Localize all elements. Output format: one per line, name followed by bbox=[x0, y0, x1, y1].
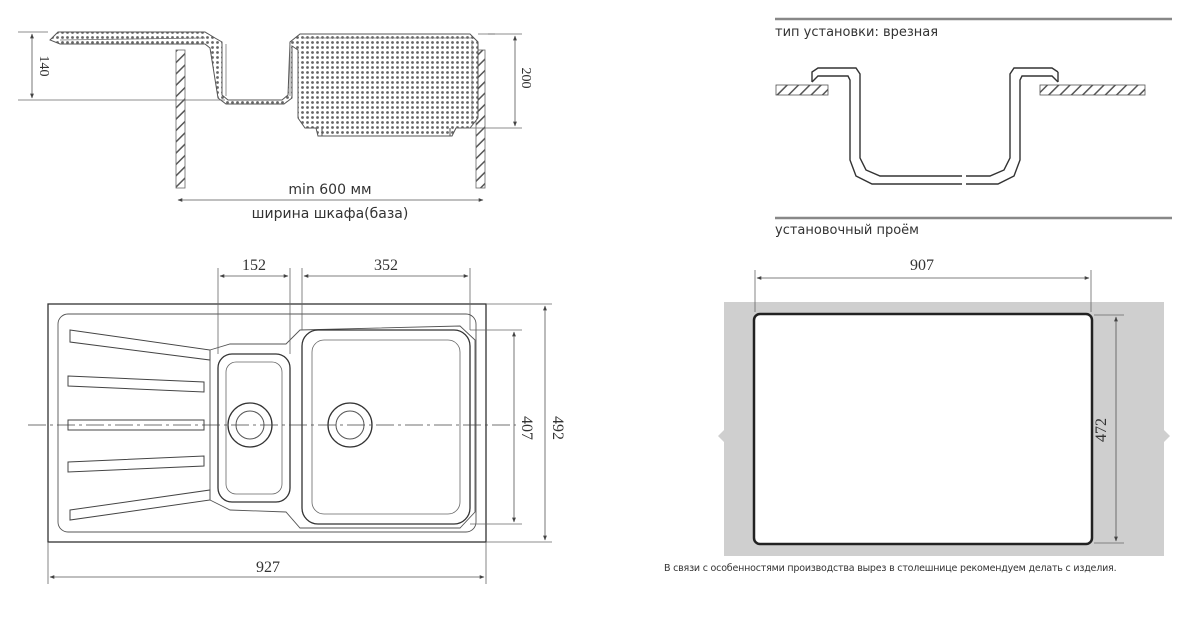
countertop-right bbox=[1039, 84, 1146, 96]
sink-plan-view: 152 352 407 492 927 bbox=[28, 257, 566, 584]
dim-label-407: 407 bbox=[518, 416, 535, 440]
cabinet-wall-left bbox=[175, 49, 186, 189]
dim-label-472: 472 bbox=[1093, 418, 1110, 442]
inset-profile-right bbox=[966, 67, 1059, 177]
dim-label-140: 140 bbox=[36, 56, 51, 77]
dim-label-352: 352 bbox=[374, 257, 398, 274]
drainer-groove bbox=[67, 375, 205, 393]
cutout-opening bbox=[752, 312, 1094, 546]
cutout-view: 907 472 bbox=[718, 257, 1170, 556]
sink-profile-section bbox=[49, 31, 479, 137]
cutout-title: установочный проём bbox=[775, 223, 919, 238]
drainer-groove bbox=[67, 455, 205, 473]
dim-label-492: 492 bbox=[549, 416, 566, 440]
cabinet-width-label: ширина шкафа(база) bbox=[252, 206, 409, 222]
dim-label-907: 907 bbox=[910, 257, 934, 274]
install-type-label: тип установки: врезная bbox=[775, 25, 938, 40]
dim-label-152: 152 bbox=[242, 257, 266, 274]
cutout-note: В связи с особенностями производства выр… bbox=[664, 563, 1117, 574]
dim-label-min-600: min 600 мм bbox=[288, 182, 371, 198]
dim-label-200: 200 bbox=[518, 68, 533, 89]
dim-label-927: 927 bbox=[256, 559, 280, 576]
inset-profile-left bbox=[811, 67, 962, 177]
drainer-groove bbox=[67, 419, 205, 431]
large-bowl bbox=[301, 329, 471, 525]
side-section-view: 140 200 min 600 мм ширина шкафа(база) bbox=[18, 31, 533, 222]
install-type-panel: тип установки: врезная установочный проё… bbox=[775, 17, 1172, 238]
small-bowl bbox=[217, 353, 291, 503]
countertop-left bbox=[775, 84, 829, 96]
